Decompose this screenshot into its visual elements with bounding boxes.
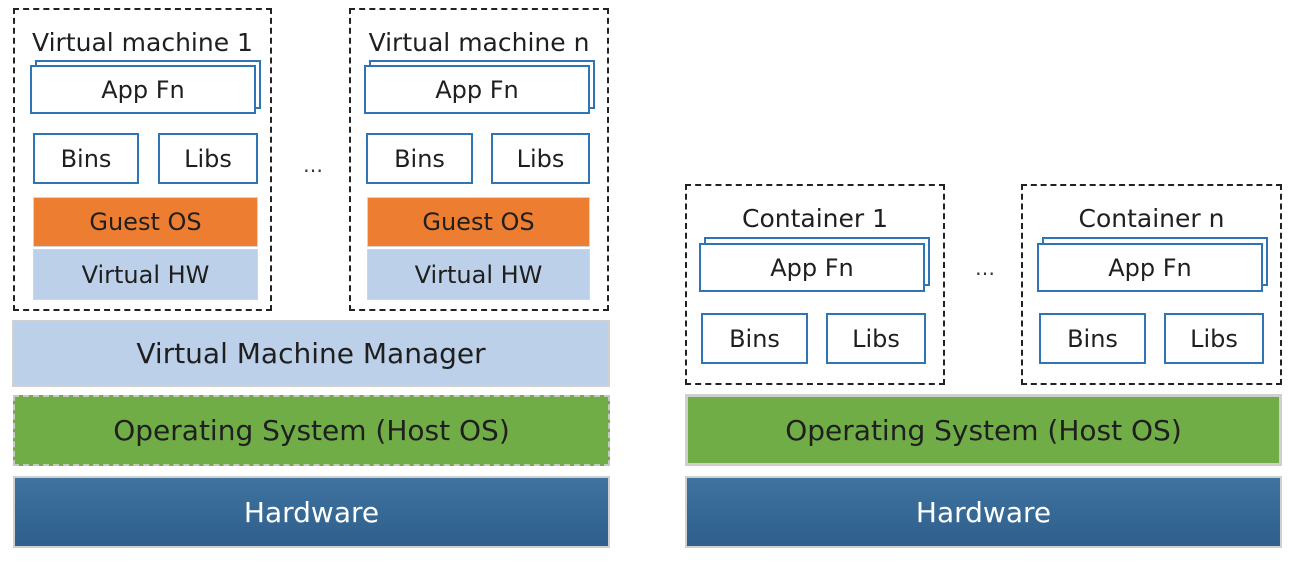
vm1-guest-os: Guest OS [33,197,258,247]
vm-ellipsis: … [303,153,323,177]
c1-bins: Bins [701,313,808,364]
container-host-os: Operating System (Host OS) [685,394,1282,466]
vm1-app-fn: App Fn [30,65,256,114]
cn-app-fn: App Fn [1037,243,1263,292]
vm1-virtual-hw: Virtual HW [33,249,258,300]
cn-libs: Libs [1164,313,1264,364]
vm-hardware: Hardware [13,476,610,548]
virtual-machine-manager: Virtual Machine Manager [12,320,610,387]
cn-title: Container n [1078,203,1225,233]
vmn-bins: Bins [366,133,473,184]
container-ellipsis: … [975,256,995,280]
vm1-bins: Bins [33,133,139,184]
container-hardware: Hardware [685,476,1282,548]
cn-bins: Bins [1039,313,1146,364]
c1-title: Container 1 [741,203,889,233]
vmn-app-fn: App Fn [364,65,590,114]
vm1-libs: Libs [158,133,258,184]
c1-app-fn: App Fn [699,243,925,292]
vm1-title: Virtual machine 1 [32,27,253,57]
vmn-libs: Libs [491,133,590,184]
vmn-virtual-hw: Virtual HW [367,249,590,300]
vmn-guest-os: Guest OS [367,197,590,247]
vmn-title: Virtual machine n [368,27,590,57]
vm-host-os: Operating System (Host OS) [13,395,610,466]
c1-libs: Libs [826,313,926,364]
